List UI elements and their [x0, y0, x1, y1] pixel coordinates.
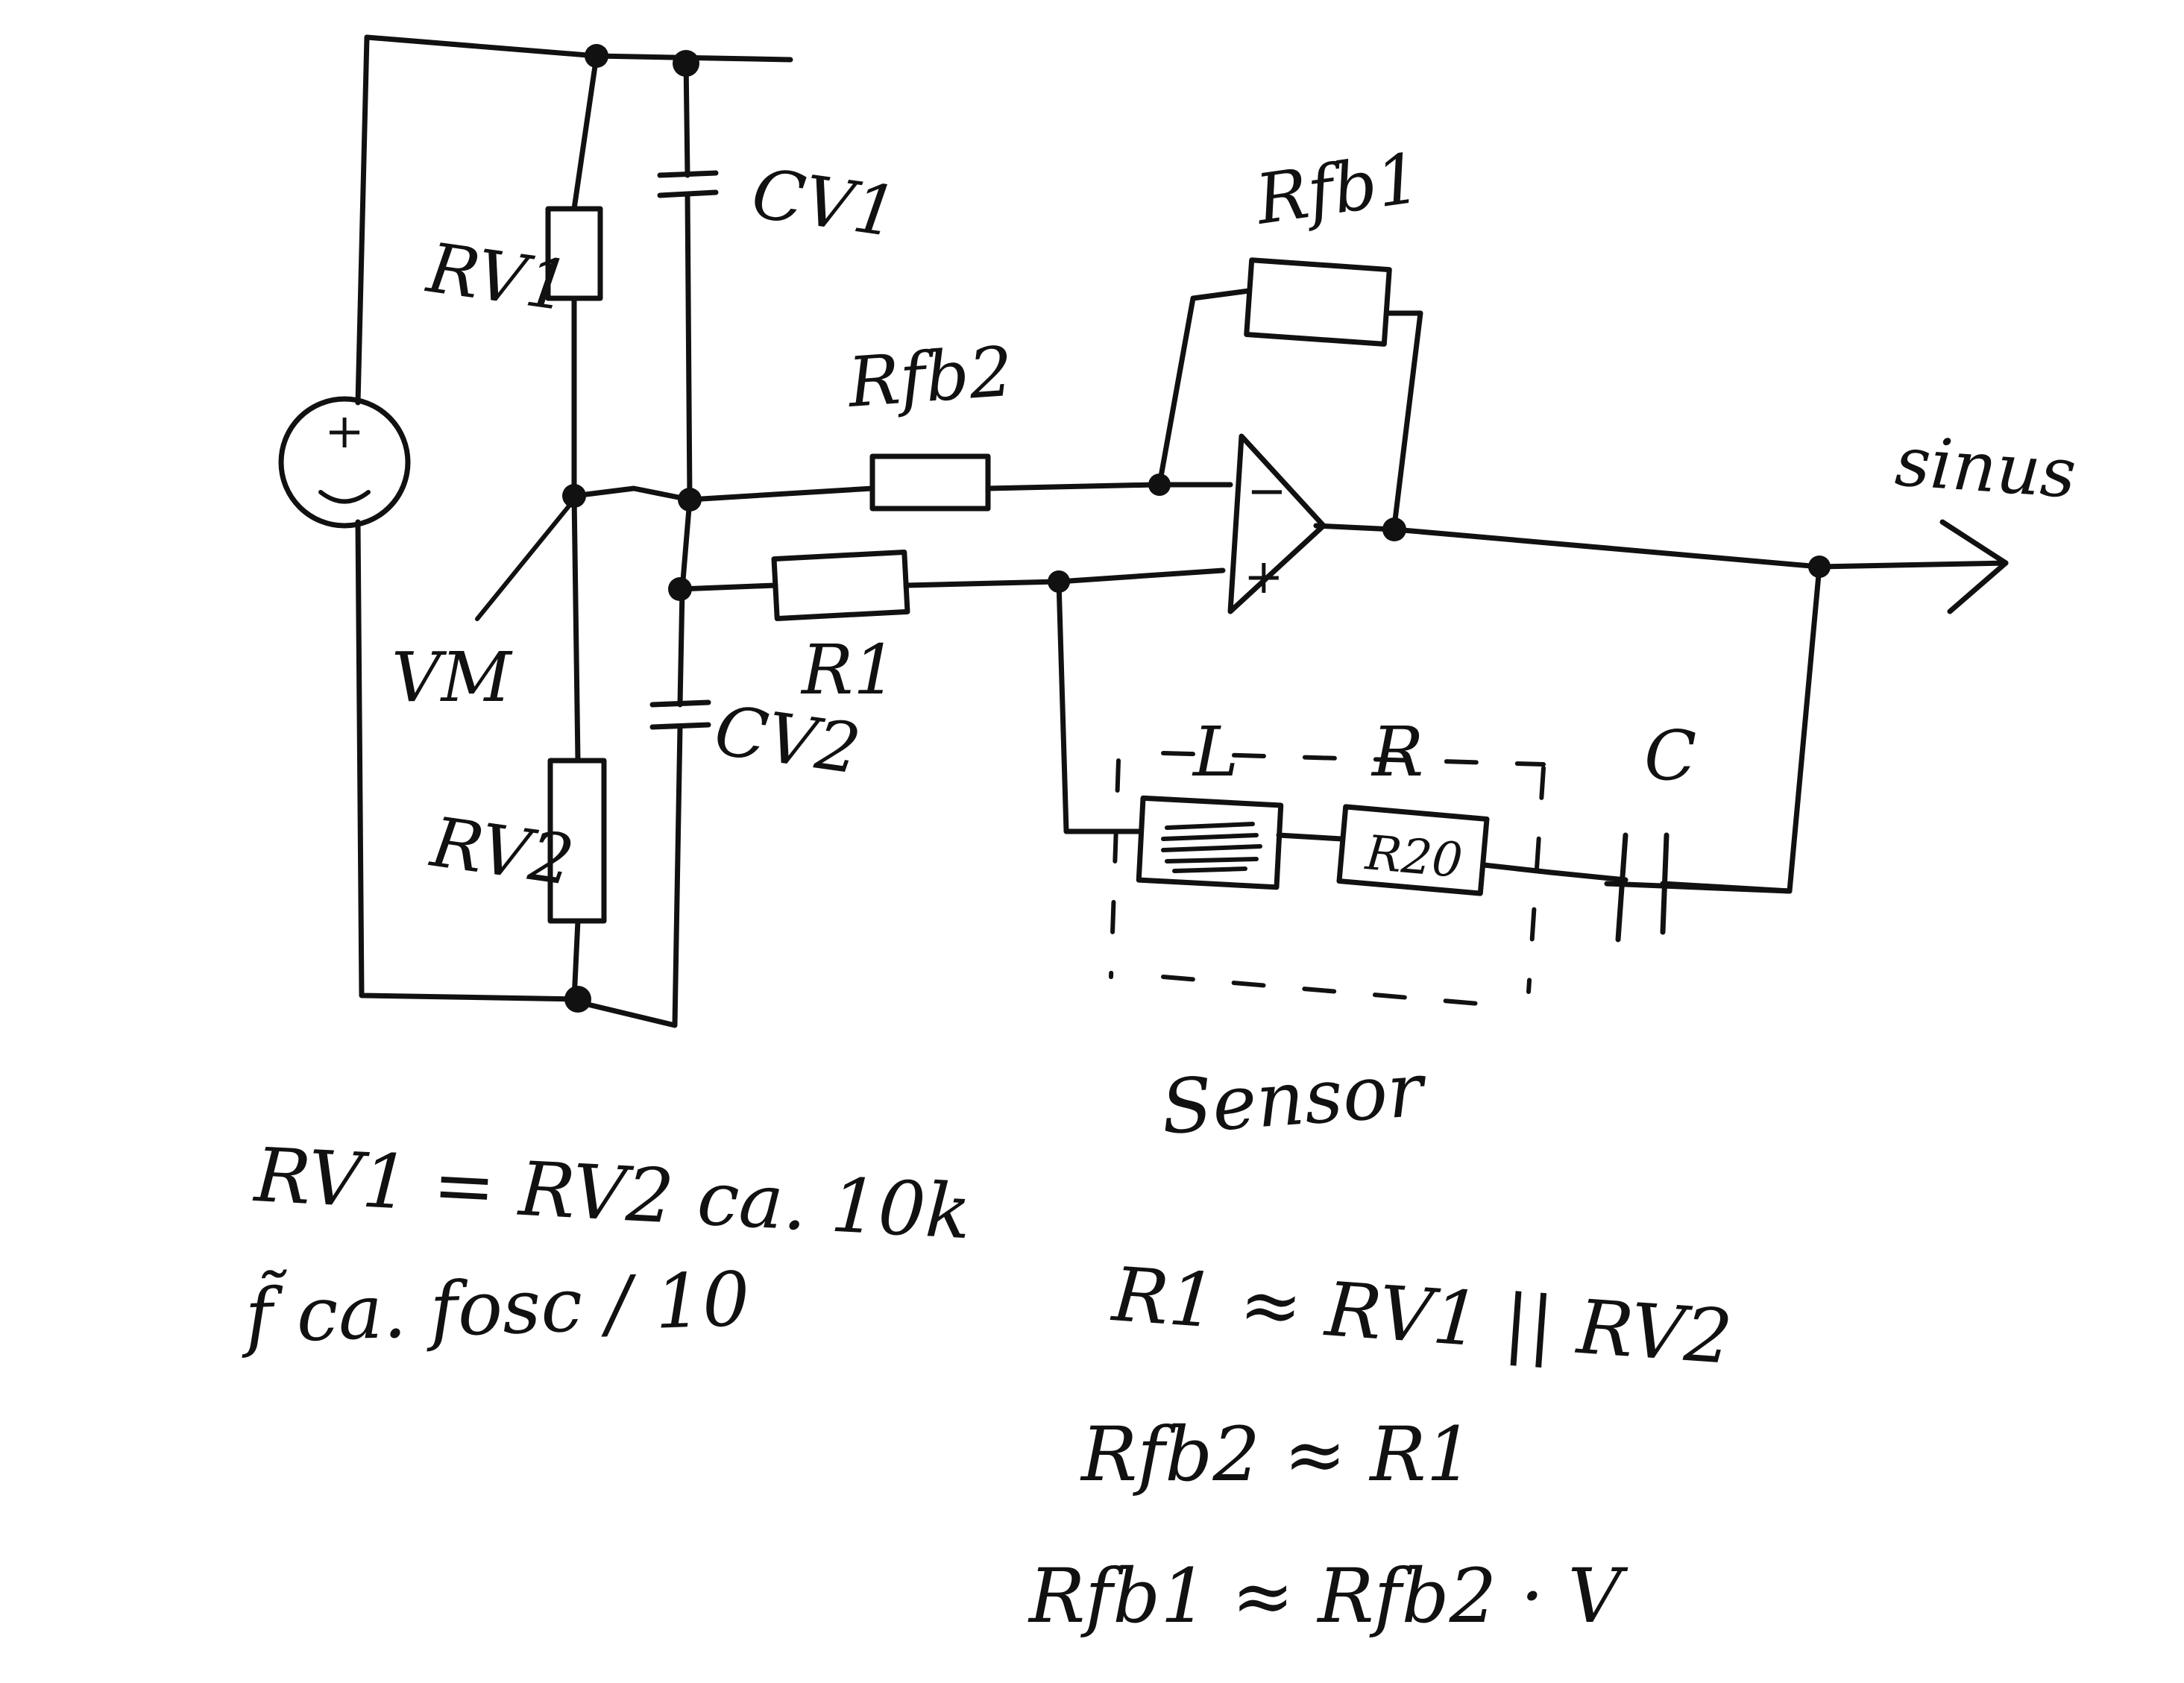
label-vm: VM — [391, 638, 513, 717]
label-sensor: Sensor — [1159, 1045, 1430, 1151]
capacitor-c — [1548, 832, 1793, 943]
resistor-rfb2 — [869, 453, 991, 512]
inductor-core-hatch — [1161, 822, 1262, 873]
label-cv1: CV1 — [747, 154, 902, 253]
resistor-rv1 — [545, 206, 603, 301]
vm-pointer — [475, 497, 576, 621]
label-c: C — [1644, 716, 1696, 796]
inductor-l — [1136, 795, 1284, 890]
divider-wire — [571, 53, 600, 1002]
note-equation-r1: R1 ≈ RV1 || RV2 — [1108, 1251, 1735, 1381]
label-rv1: RV1 — [421, 228, 575, 327]
label-rv2: RV2 — [425, 802, 579, 902]
label-r1: R1 — [800, 630, 897, 710]
label-output: sinus — [1892, 421, 2078, 514]
sensor-boundary — [1109, 751, 1546, 1009]
label-r-value: R20 — [1363, 825, 1465, 889]
resistor-r1 — [771, 549, 910, 621]
vm-to-cv-wire — [571, 485, 693, 503]
output-arrow-icon — [1939, 519, 2009, 614]
label-rfb1: Rfb1 — [1250, 138, 1425, 240]
label-l: L — [1192, 712, 1239, 792]
note-equation-rfb2: Rfb2 ≈ R1 — [1080, 1411, 1473, 1498]
resistor-rfb1 — [1244, 257, 1392, 347]
voltage-source: + — [278, 396, 411, 529]
top-rail-wire — [364, 34, 793, 63]
output-wire — [1313, 523, 2009, 570]
label-r: R — [1370, 712, 1423, 792]
op-amp: − + — [1227, 433, 1327, 614]
label-rfb2: Rfb2 — [844, 332, 1016, 423]
op-amp-minus: − — [1247, 464, 1287, 519]
note-rv-value: RV1 = RV2 ca. 10k — [251, 1131, 973, 1256]
sensor-branch-wire — [1056, 564, 1822, 894]
capacitor-cv1 — [657, 170, 719, 198]
junction-dots — [562, 44, 1831, 1013]
capacitor-cv2 — [649, 699, 711, 730]
rfb1-feedback-wire — [1156, 288, 1423, 529]
note-frequency: f̃ ca. fosc / 10 — [239, 1253, 752, 1360]
resistor-rv2 — [547, 758, 607, 924]
note-equation-rfb1: Rfb1 ≈ Rfb2 · V — [1028, 1553, 1628, 1640]
resistor-r-sensor — [1336, 804, 1490, 896]
supply-wire-left — [355, 34, 585, 1002]
capacitor-branch-wire — [579, 57, 693, 1028]
r1-wire — [677, 567, 1226, 592]
source-plus-sign: + — [324, 404, 365, 459]
op-amp-plus: + — [1244, 550, 1284, 605]
